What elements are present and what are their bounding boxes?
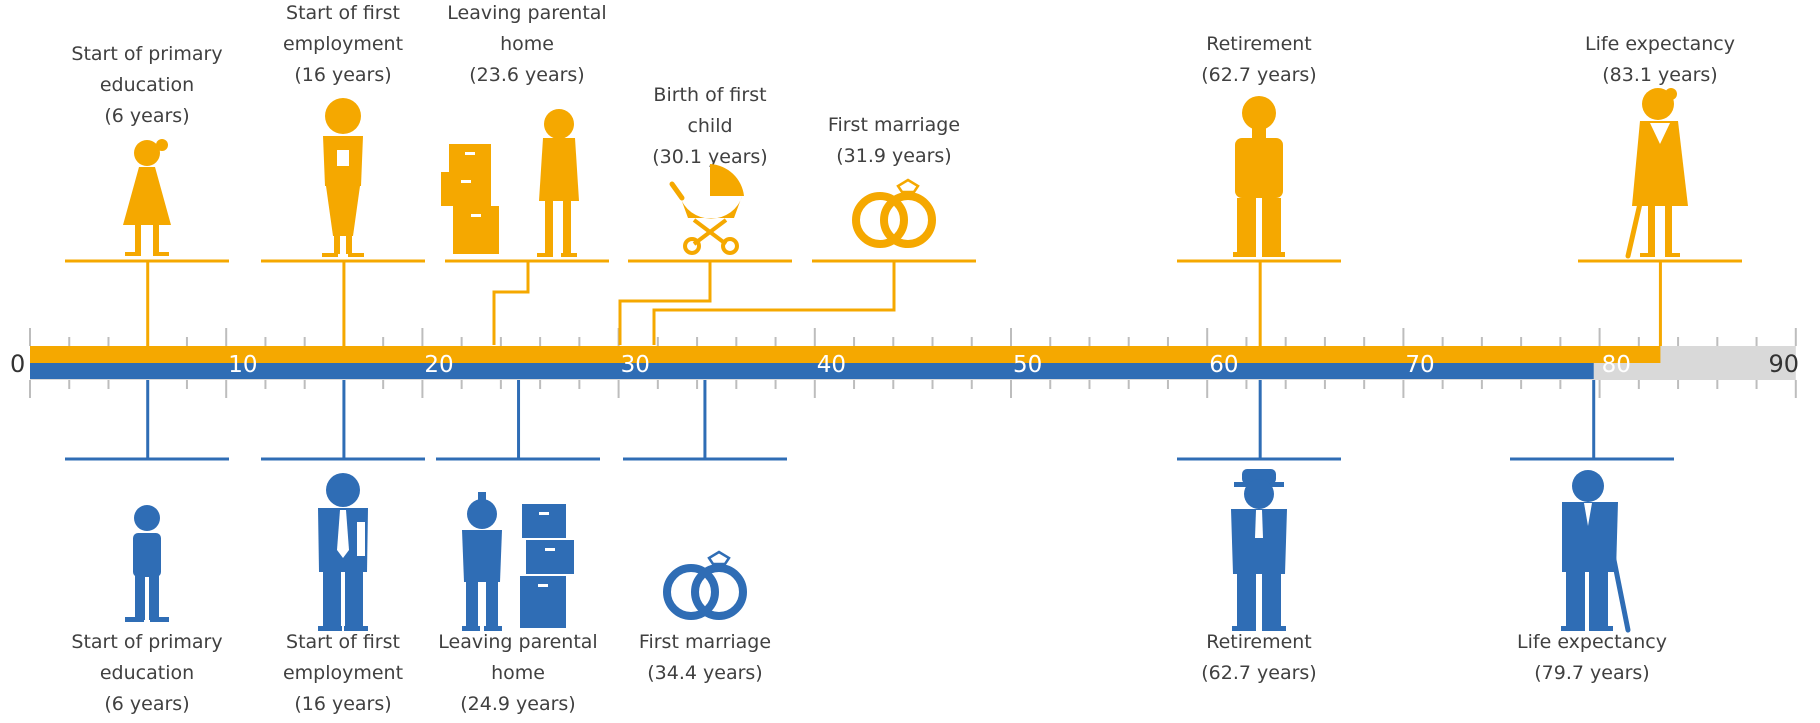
event-label-line: (6 years) [104, 693, 189, 715]
event-retired-man: Retirement (62.7 years) [1177, 380, 1341, 684]
event-baby-carriage: Birth of first child (30.1 years) [618, 84, 792, 345]
event-label-line: (62.7 years) [1201, 662, 1316, 684]
event-working-man: Start of first employment (16 years) [261, 380, 425, 715]
tick-label: 60 [1209, 352, 1238, 378]
event-label: Leaving parental home (23.6 years) [447, 2, 606, 86]
event-label: Leaving parental home (24.9 years) [438, 631, 597, 715]
event-label-line: (30.1 years) [652, 146, 767, 168]
event-label-line: (16 years) [294, 693, 391, 715]
event-girl: Start of primary education (6 years) [65, 43, 229, 346]
elderly-man-icon [1561, 470, 1631, 633]
retired-man-icon [1231, 469, 1287, 631]
tick-label: 40 [817, 352, 846, 378]
tick-label: 50 [1013, 352, 1042, 378]
event-label-line: First marriage [828, 114, 960, 136]
event-label-line: education [100, 74, 194, 96]
event-label: Life expectancy (79.7 years) [1517, 631, 1667, 684]
baby-carriage-icon [669, 164, 744, 255]
working-man-icon [318, 473, 368, 631]
event-label-line: Start of first [286, 631, 400, 653]
wedding-rings-icon [852, 178, 936, 248]
tick-label: 30 [621, 352, 650, 378]
event-label-line: (24.9 years) [460, 693, 575, 715]
working-woman-icon [322, 98, 364, 257]
event-label-line: (23.6 years) [469, 64, 584, 86]
man-moving-boxes-icon [462, 492, 574, 631]
event-label: Retirement (62.7 years) [1201, 33, 1316, 86]
retired-woman-icon [1233, 96, 1285, 257]
connector-line [652, 261, 896, 345]
tick-label: 20 [424, 352, 453, 378]
event-label-line: Start of first [286, 2, 400, 24]
female-bar [30, 346, 1661, 363]
event-label-line: home [491, 662, 545, 684]
event-label-line: Retirement [1206, 33, 1312, 55]
event-label-line: Birth of first [653, 84, 766, 106]
tick-label: 80 [1602, 352, 1631, 378]
event-wedding-rings: First marriage (31.9 years) [652, 114, 976, 345]
event-label: Start of primary education (6 years) [71, 43, 222, 127]
event-label: Retirement (62.7 years) [1201, 631, 1316, 684]
event-label-line: Leaving parental [438, 631, 597, 653]
event-label: Start of first employment (16 years) [283, 631, 403, 715]
tick-label: 0 [10, 350, 25, 378]
girl-icon [123, 139, 171, 256]
event-label: First marriage (34.4 years) [639, 631, 771, 684]
event-label-line: home [500, 33, 554, 55]
event-label-line: Life expectancy [1517, 631, 1667, 653]
event-boy: Start of primary education (6 years) [65, 380, 229, 715]
connector-line [618, 261, 712, 345]
event-retired-woman: Retirement (62.7 years) [1177, 33, 1341, 346]
event-label: First marriage (31.9 years) [828, 114, 960, 167]
tick-label: 90 [1768, 350, 1799, 378]
boy-icon [125, 505, 169, 622]
event-label: Life expectancy (83.1 years) [1585, 33, 1735, 86]
event-woman-moving-boxes: Leaving parental home (23.6 years) [445, 2, 609, 345]
event-wedding-rings: First marriage (34.4 years) [623, 380, 787, 684]
event-label-line: (79.7 years) [1534, 662, 1649, 684]
event-label-line: Start of primary [71, 631, 222, 653]
wedding-rings-icon [663, 550, 747, 620]
event-label-line: (31.9 years) [836, 145, 951, 167]
event-elderly-woman: Life expectancy (83.1 years) [1578, 33, 1742, 346]
event-label: Birth of first child (30.1 years) [652, 84, 767, 168]
tick-label: 10 [228, 352, 257, 378]
event-label-line: employment [283, 33, 403, 55]
event-label-line: (34.4 years) [647, 662, 762, 684]
event-label-line: education [100, 662, 194, 684]
event-label: Start of primary education (6 years) [71, 631, 222, 715]
event-label-line: Leaving parental [447, 2, 606, 24]
event-label-line: Life expectancy [1585, 33, 1735, 55]
event-label-line: Start of primary [71, 43, 222, 65]
elderly-woman-icon [1625, 88, 1688, 259]
woman-moving-boxes-icon [441, 109, 579, 257]
event-label-line: (62.7 years) [1201, 64, 1316, 86]
tick-label: 70 [1405, 352, 1434, 378]
event-elderly-man: Life expectancy (79.7 years) [1510, 380, 1674, 684]
event-label: Start of first employment (16 years) [283, 2, 403, 86]
male-bar [30, 363, 1594, 379]
event-label-line: (83.1 years) [1602, 64, 1717, 86]
event-man-moving-boxes: Leaving parental home (24.9 years) [436, 380, 600, 715]
event-label-line: employment [283, 662, 403, 684]
event-label-line: First marriage [639, 631, 771, 653]
connector-line [492, 261, 530, 345]
event-label-line: (16 years) [294, 64, 391, 86]
event-label-line: child [687, 115, 732, 137]
event-label-line: (6 years) [104, 105, 189, 127]
event-label-line: Retirement [1206, 631, 1312, 653]
event-working-woman: Start of first employment (16 years) [261, 2, 425, 346]
